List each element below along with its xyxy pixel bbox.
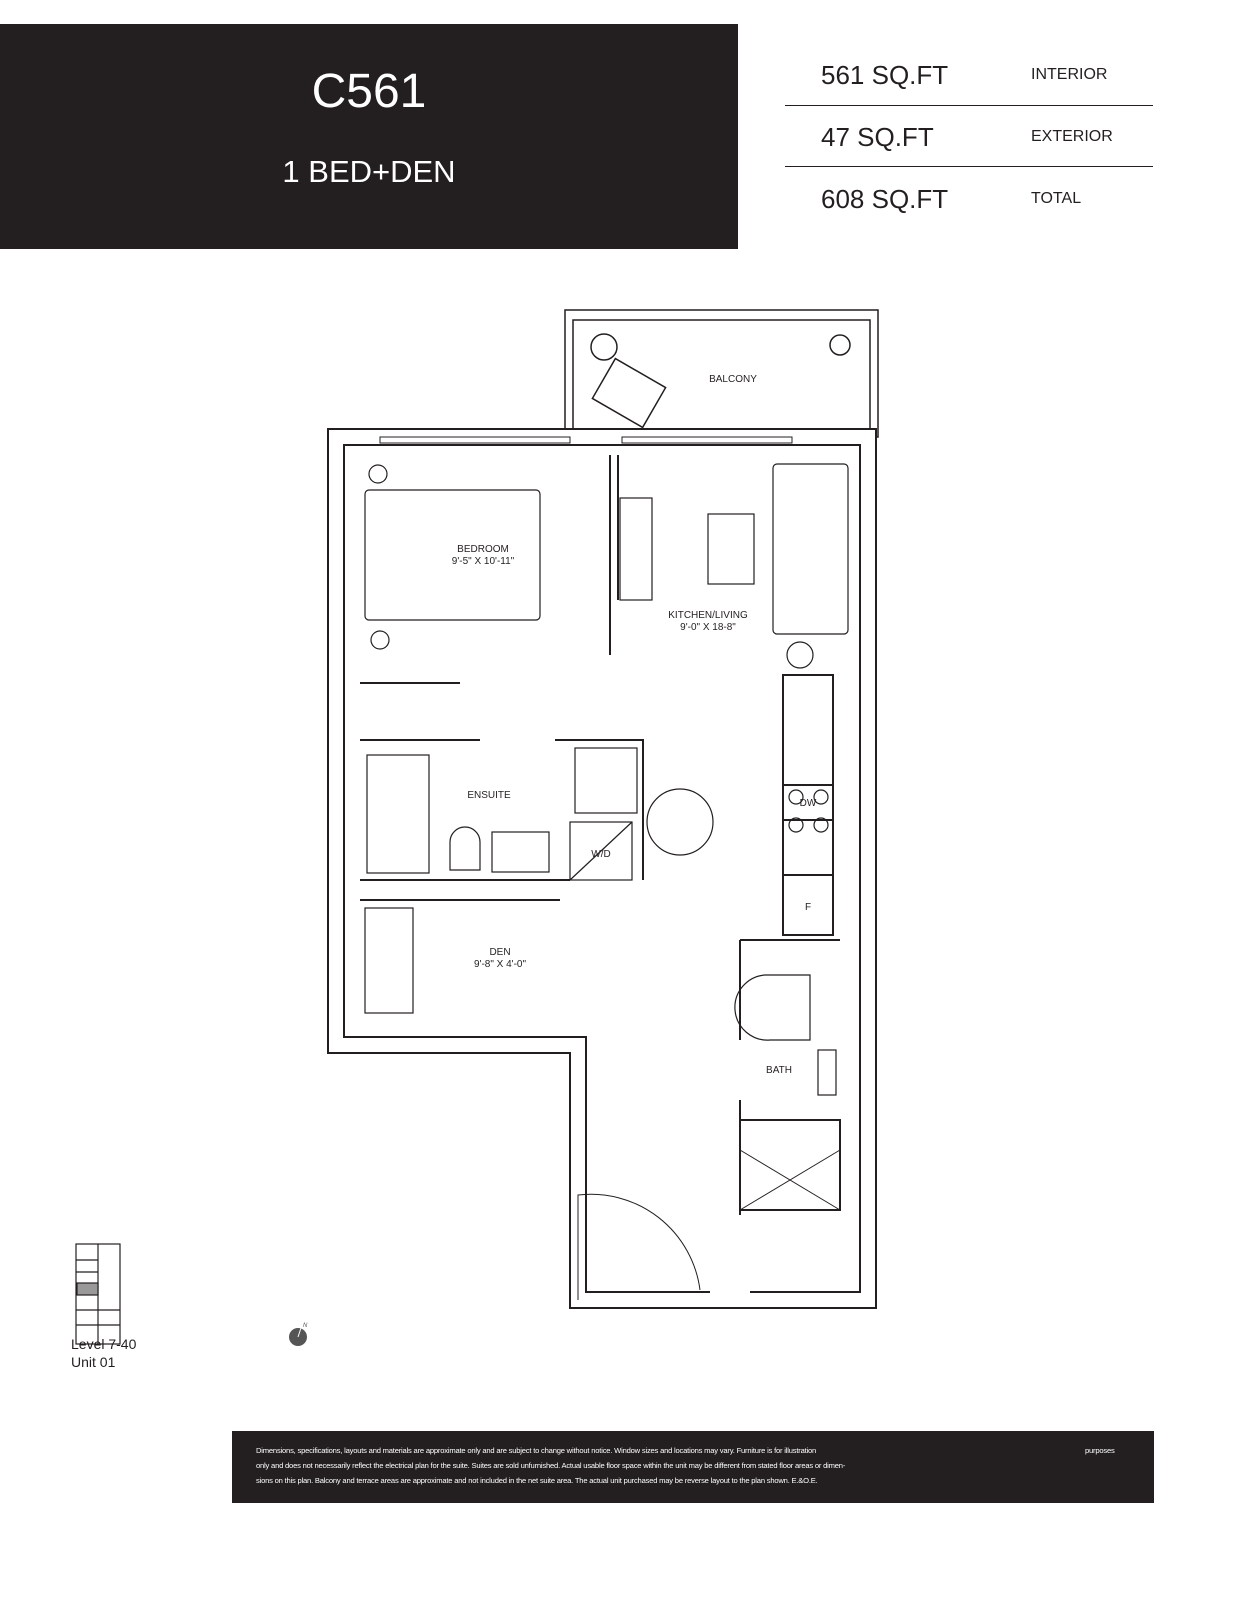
washer-dryer: [569, 821, 633, 881]
level-text: Level 7-40: [71, 1336, 137, 1352]
sink: [491, 831, 550, 873]
window: [379, 436, 571, 444]
key-plan-caption: Level 7-40 Unit 01: [71, 1335, 136, 1371]
disclaimer-purposes: purposes: [1085, 1446, 1115, 1455]
unit-text: Unit 01: [71, 1354, 116, 1370]
area-label: INTERIOR: [1031, 66, 1108, 83]
bath-sink: [817, 1049, 837, 1096]
lamp-icon: [370, 630, 390, 650]
disclaimer-line: only and does not necessarily reflect th…: [256, 1461, 846, 1470]
coffee-table: [707, 513, 755, 585]
area-value: 561 SQ.FT: [821, 60, 949, 90]
disclaimer: Dimensions, specifications, layouts and …: [232, 1431, 1154, 1503]
window: [621, 436, 793, 444]
laundry-cabinet: [574, 747, 638, 814]
label-den: DEN: [489, 947, 510, 958]
label-bedroom: BEDROOM: [457, 544, 509, 555]
label-balcony: BALCONY: [709, 374, 757, 385]
label-wd: W/D: [591, 849, 610, 860]
disclaimer-line: Dimensions, specifications, layouts and …: [256, 1446, 817, 1455]
label-kitchen: KITCHEN/LIVING: [668, 610, 748, 621]
compass-north: N: [303, 1323, 308, 1329]
unit-type: 1 BED+DEN: [282, 154, 456, 189]
area-total: 608 SQ.FT TOTAL: [785, 170, 1153, 232]
label-den-dim: 9'-8" X 4'-0": [474, 959, 527, 970]
disclaimer-line: sions on this plan. Balcony and terrace …: [256, 1476, 818, 1485]
unit-header: C561 1 BED+DEN: [0, 24, 738, 249]
toilet: [449, 826, 481, 871]
plant-icon: [829, 334, 851, 356]
kitchen-counter: [782, 674, 834, 936]
label-bedroom-dim: 9'-5" X 10'-11": [452, 556, 515, 567]
balcony-stool: [590, 333, 618, 361]
exterior-wall-fill: [329, 430, 875, 1307]
label-dw: DW: [800, 798, 817, 809]
label-ensuite: ENSUITE: [467, 790, 511, 801]
bath-toilet: [734, 974, 811, 1041]
area-exterior: 47 SQ.FT EXTERIOR: [785, 108, 1153, 170]
label-kitchen-dim: 9'-0" X 18-8": [680, 622, 736, 633]
unit-name: C561: [311, 65, 427, 118]
balcony-chair: [591, 357, 667, 429]
label-bath: BATH: [766, 1065, 792, 1076]
area-label: TOTAL: [1031, 190, 1082, 207]
side-table: [786, 641, 814, 669]
lamp-icon: [368, 464, 388, 484]
tv-console: [619, 497, 653, 601]
divider: [785, 166, 1153, 167]
sofa: [772, 463, 849, 635]
entry-door-gap: [710, 1288, 750, 1302]
desk: [364, 907, 414, 1014]
area-value: 608 SQ.FT: [821, 184, 949, 214]
bathtub: [366, 754, 430, 874]
area-label: EXTERIOR: [1031, 128, 1113, 145]
key-plan-unit-highlight: [76, 1282, 99, 1296]
label-fridge: F: [805, 902, 811, 913]
divider: [785, 105, 1153, 106]
bed: [364, 489, 541, 621]
exterior-wall: [327, 428, 877, 1309]
key-plan: [75, 1243, 121, 1345]
entry-door-swing: [577, 1193, 701, 1300]
area-interior: 561 SQ.FT INTERIOR: [785, 46, 1153, 108]
area-value: 47 SQ.FT: [821, 122, 934, 152]
dining-table: [646, 788, 714, 856]
